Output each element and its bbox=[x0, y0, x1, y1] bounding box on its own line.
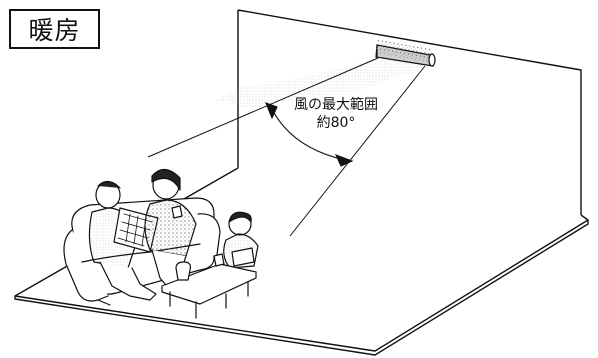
airflow-cone bbox=[147, 57, 426, 237]
mode-label: 暖房 bbox=[9, 9, 100, 49]
airflow-angle-value: 約80° bbox=[316, 115, 356, 131]
mug-table-right bbox=[213, 253, 225, 267]
family-icon bbox=[63, 168, 259, 319]
arrowhead-bottom bbox=[334, 154, 354, 167]
mug-mother bbox=[171, 205, 183, 219]
airflow-range-title: 風の最大範囲 bbox=[294, 97, 378, 113]
room-outline bbox=[14, 9, 589, 356]
person-child bbox=[223, 211, 259, 269]
coffee-table-icon bbox=[161, 253, 257, 319]
airflow-lower-line bbox=[289, 65, 426, 237]
arrowhead-top bbox=[265, 102, 278, 120]
airflow-range-label: 風の最大範囲 約80° bbox=[281, 96, 391, 132]
air-conditioner-icon bbox=[375, 39, 436, 67]
floor-thickness bbox=[14, 220, 589, 356]
person-mother bbox=[144, 168, 197, 291]
airflow-upper-line bbox=[147, 57, 379, 158]
mug-table-left bbox=[175, 261, 191, 281]
angle-arc bbox=[265, 102, 354, 167]
